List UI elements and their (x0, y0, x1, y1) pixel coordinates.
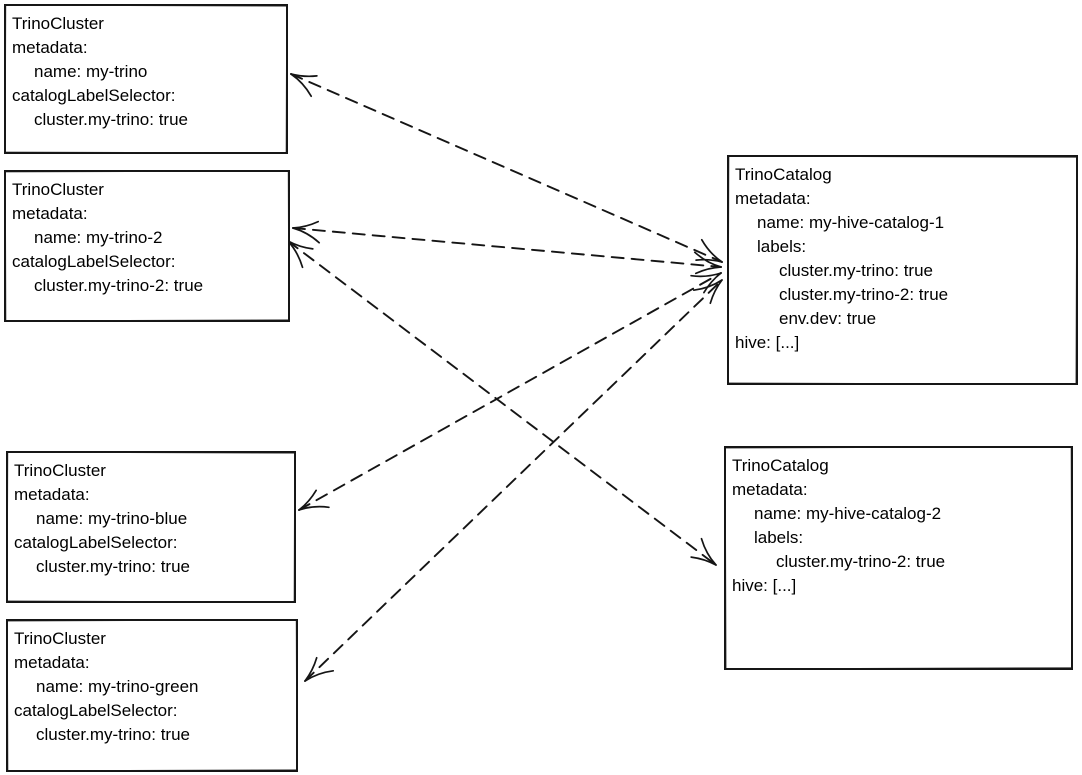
trinocluster-my-trino-green-line: catalogLabelSelector: (14, 701, 178, 720)
trinocluster-my-trino-green-line: cluster.my-trino: true (36, 725, 190, 744)
trinocatalog-my-hive-catalog-1-line: TrinoCatalog (735, 165, 832, 184)
trinocatalog-my-hive-catalog-1-line: env.dev: true (779, 309, 877, 328)
trinocluster-my-trino-green-line: TrinoCluster (14, 629, 106, 648)
trinocluster-my-trino-blue-line: TrinoCluster (14, 461, 106, 480)
edge-my-trino-2--my-hive-catalog-1-b-arrowhead-0 (693, 251, 722, 268)
trinocatalog-my-hive-catalog-2: TrinoCatalog metadata: name: my-hive-catal… (724, 446, 1073, 670)
trinocluster-my-trino-blue-line: catalogLabelSelector: (14, 533, 178, 552)
trinocatalog-my-hive-catalog-1-line: metadata: (735, 189, 811, 208)
trinocatalog-my-hive-catalog-1-line: cluster.my-trino-2: true (779, 285, 949, 304)
edge-my-trino-2--my-hive-catalog-1-b-arrowhead-1 (694, 266, 722, 275)
trinocluster-my-trino-line: name: my-trino (34, 62, 148, 81)
trinocluster-my-trino-blue: TrinoCluster metadata: name: my-trino-blue… (6, 451, 296, 603)
trinocluster-my-trino-2-line: TrinoCluster (12, 180, 104, 199)
edge-my-trino-green--my-hive-catalog-1-b-arrowhead-0 (692, 279, 723, 292)
trinocatalog-my-hive-catalog-2-line: name: my-hive-catalog-2 (754, 504, 942, 523)
trinocatalog-my-hive-catalog-2-line: labels: (754, 528, 804, 547)
trinocatalog-my-hive-catalog-2-line: TrinoCatalog (732, 456, 829, 475)
trinocluster-my-trino-line: catalogLabelSelector: (12, 86, 176, 105)
edge-my-trino-green--my-hive-catalog-1-a-arrowhead-1 (304, 656, 318, 682)
edge-my-trino-2--my-hive-catalog-1-a-arrowhead-0 (292, 227, 321, 244)
trinocatalog-my-hive-catalog-2-line: metadata: (732, 480, 808, 499)
trinocluster-my-trino-2-line: name: my-trino-2 (34, 228, 163, 247)
trinocluster-my-trino-blue-line: metadata: (14, 485, 90, 504)
edge-my-trino--my-hive-catalog-1-b-arrowhead-0 (700, 238, 723, 263)
edge-my-trino-2--my-hive-catalog-1-line (292, 227, 722, 268)
edge-my-trino-2--my-hive-catalog-2-b-arrowhead-1 (690, 556, 717, 566)
edge-my-trino-green--my-hive-catalog-1-line (304, 279, 723, 682)
trinocatalog-my-hive-catalog-1-line: labels: (757, 237, 807, 256)
edge-my-trino-blue--my-hive-catalog-1-a-arrowhead-0 (298, 505, 330, 511)
trinocluster-my-trino-2: TrinoCluster metadata: name: my-trino-2 cat… (4, 170, 290, 322)
trinocluster-my-trino-line: metadata: (12, 38, 88, 57)
trinocluster-my-trino-blue-line: name: my-trino-blue (36, 509, 188, 528)
edge-my-trino-blue--my-hive-catalog-1-b-arrowhead-1 (703, 272, 722, 294)
edge-my-trino--my-hive-catalog-1-a-arrowhead-1 (290, 73, 318, 78)
edge-my-trino-blue--my-hive-catalog-1-b-arrowhead-0 (690, 272, 722, 278)
trinocluster-my-trino-blue-line: cluster.my-trino: true (36, 557, 190, 576)
edge-my-trino-green--my-hive-catalog-1-a-arrowhead-0 (304, 669, 335, 682)
trinocatalog-my-hive-catalog-2-line: hive: [...] (732, 576, 797, 595)
edge-my-trino--my-hive-catalog-1-a-arrowhead-0 (290, 73, 313, 98)
trinocluster-my-trino-2-line: catalogLabelSelector: (12, 252, 176, 271)
trinocatalog-my-hive-catalog-1-line: name: my-hive-catalog-1 (757, 213, 945, 232)
trinocluster-my-trino-2-line: cluster.my-trino-2: true (34, 276, 204, 295)
trinocluster-my-trino-green-line: metadata: (14, 653, 90, 672)
trinocluster-my-trino-2-line: metadata: (12, 204, 88, 223)
edge-my-trino--my-hive-catalog-1-line (290, 73, 723, 263)
edge-my-trino-2--my-hive-catalog-1-a-arrowhead-1 (292, 220, 320, 229)
edge-my-trino-blue--my-hive-catalog-1-a-arrowhead-1 (298, 489, 317, 511)
edge-my-trino-green--my-hive-catalog-1-b-arrowhead-1 (709, 279, 723, 305)
trinocluster-my-trino-green-line: name: my-trino-green (36, 677, 199, 696)
trinocluster-my-trino-line: cluster.my-trino: true (34, 110, 188, 129)
trinocatalog-my-hive-catalog-1-line: cluster.my-trino: true (779, 261, 933, 280)
edge-my-trino--my-hive-catalog-1-b-arrowhead-1 (695, 258, 723, 263)
trinocluster-my-trino: TrinoCluster metadata: name: my-trino catal… (4, 4, 288, 154)
edge-my-trino-blue--my-hive-catalog-1-line (298, 272, 722, 511)
trinocatalog-my-hive-catalog-2-line: cluster.my-trino-2: true (776, 552, 946, 571)
edge-my-trino-2--my-hive-catalog-2-line (287, 240, 717, 566)
trinocluster-my-trino-line: TrinoCluster (12, 14, 104, 33)
trinocatalog-my-hive-catalog-1: TrinoCatalog metadata: name: my-hive-catal… (727, 155, 1078, 385)
trinocluster-my-trino-green: TrinoCluster metadata: name: my-trino-gree… (6, 619, 298, 772)
trinocatalog-my-hive-catalog-1-line: hive: [...] (735, 333, 800, 352)
edge-my-trino-2--my-hive-catalog-2-b-arrowhead-0 (700, 537, 717, 566)
